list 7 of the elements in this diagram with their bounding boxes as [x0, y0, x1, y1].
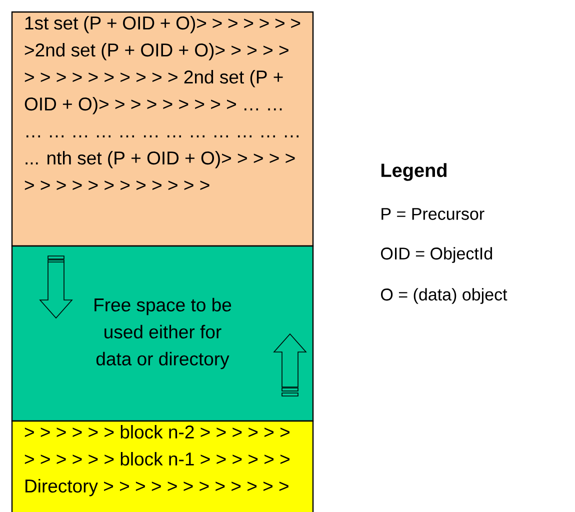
memory-band: Free space to be used either for data or directory [11, 245, 314, 422]
memory-band: 1st set (P + OID + O)> > > > > > > >2nd set (P + OID + O)> > > > > > > > > > > > > > > 2nd set (P + OID + O)> > > > > > > > > … … … … … … … … … … … … … … ... nth set (P + OID + O)> > > > > > > > > > > > > > > > > [11, 11, 314, 247]
legend-entry: P = Precursor [382, 208, 484, 220]
memory-band: > > > > > > block n-2 > > > > > > > > > > > > block n-1 > > > > > > Directory > > > > > > > > > > > > [11, 420, 314, 512]
legend-title: Legend [381, 163, 446, 181]
legend-entry: O = (data) object [381, 288, 508, 304]
legend-entry: OID = ObjectId [381, 247, 492, 263]
